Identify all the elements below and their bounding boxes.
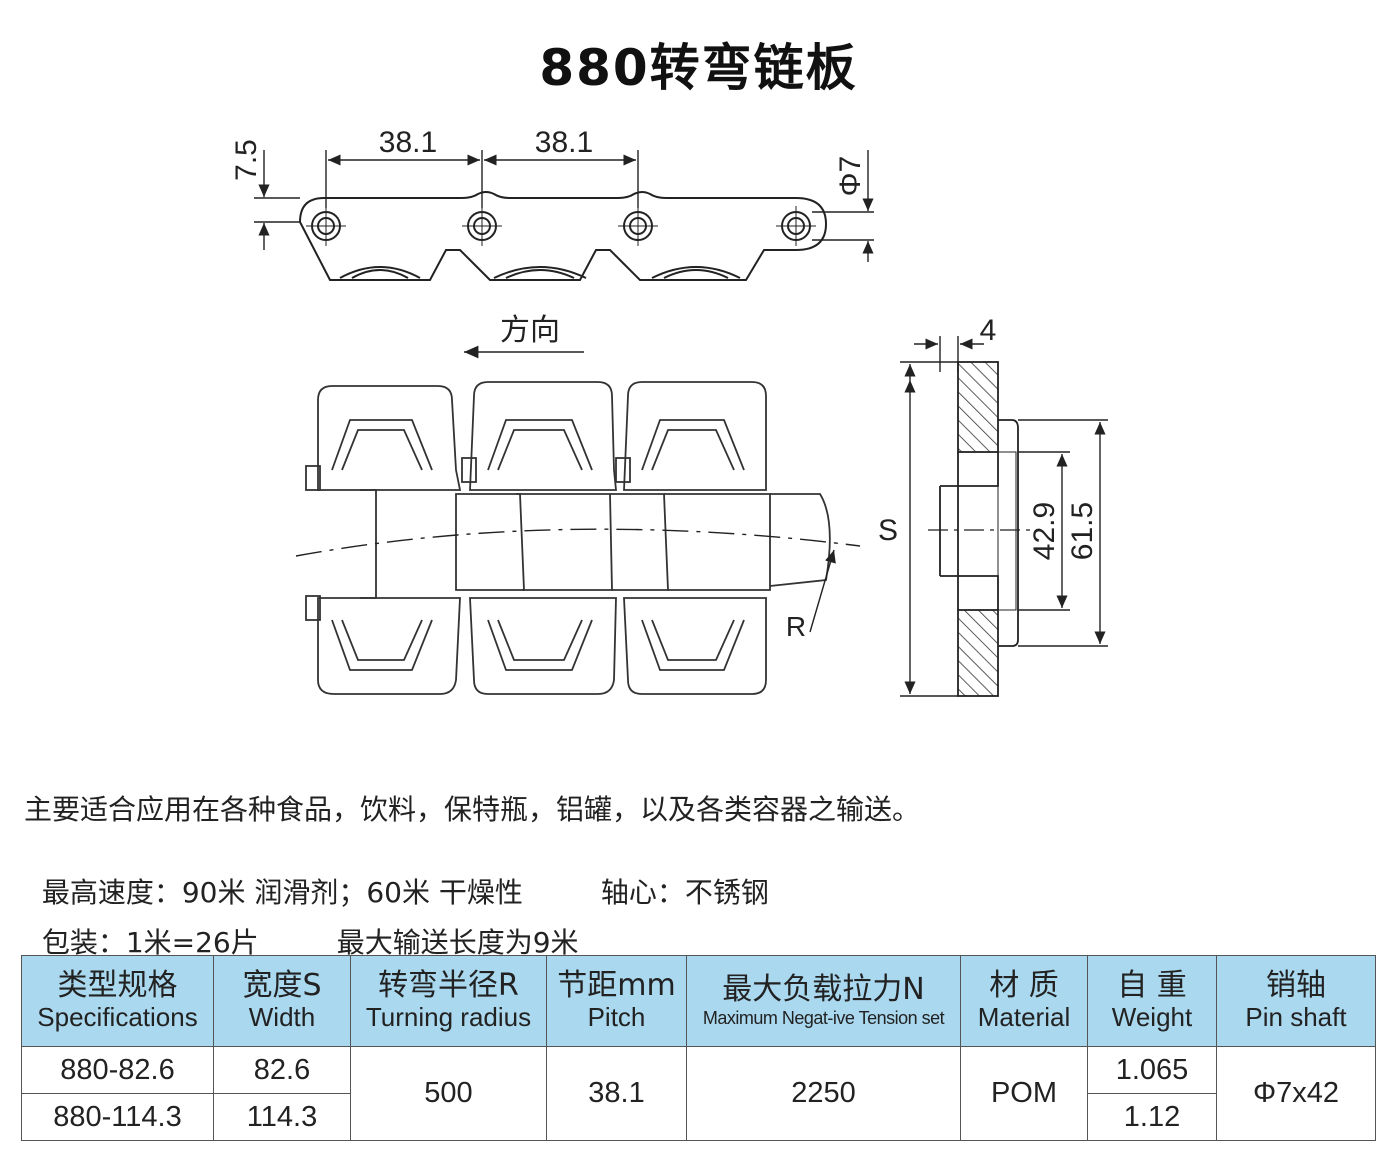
side-view-dimensions xyxy=(254,150,874,262)
description-line-1: 主要适合应用在各种食品，饮料，保特瓶，铝罐，以及各类容器之输送。 xyxy=(24,793,921,826)
dim-pitch-1: 38.1 xyxy=(379,126,437,159)
description-line-2: 最高速度：90米 润滑剂；60米 干燥性 轴心：不锈钢 xyxy=(24,838,769,911)
packaging-text: 包装：1米=26片 xyxy=(41,926,259,959)
direction-label: 方向 xyxy=(500,313,560,348)
section-dimensions xyxy=(900,336,1108,697)
table-row: 880-82.6 82.6 500 38.1 2250 POM 1.065 Φ7… xyxy=(21,1046,1376,1141)
cell-spec: 880-82.6 xyxy=(21,1046,214,1094)
cell-weight: 1.12 xyxy=(1087,1093,1217,1141)
cell-radius: 500 xyxy=(350,1046,547,1141)
curve-centerline xyxy=(295,528,861,557)
cross-section-view xyxy=(939,361,1019,697)
dim-inner: 42.9 xyxy=(1028,502,1061,560)
dim-pitch-2: 38.1 xyxy=(535,126,593,159)
cell-spec: 880-114.3 xyxy=(21,1093,214,1141)
page-title: 880转弯链板 xyxy=(539,39,858,97)
cell-width: 82.6 xyxy=(213,1046,351,1094)
cell-pitch: 38.1 xyxy=(546,1046,687,1141)
chain-side-view xyxy=(298,191,828,281)
dim-side: 4 xyxy=(980,314,997,347)
cell-weight: 1.065 xyxy=(1087,1046,1217,1094)
chain-top-view xyxy=(305,381,831,695)
dim-thickness: 7.5 xyxy=(230,139,263,181)
cell-width: 114.3 xyxy=(213,1093,351,1141)
description-line-3: 包装：1米=26片 最大输送长度为9米 xyxy=(24,888,579,961)
cell-pin: Φ7x42 xyxy=(1216,1046,1376,1141)
max-length-text: 最大输送长度为9米 xyxy=(336,926,579,959)
radius-label: R xyxy=(786,611,806,642)
shaft-material-text: 轴心：不锈钢 xyxy=(600,876,769,909)
cell-tension: 2250 xyxy=(686,1046,961,1141)
technical-drawing: 38.1 38.1 7.5 Φ7 方向 xyxy=(230,126,1108,697)
dim-width-s: S xyxy=(878,514,898,547)
max-speed-text: 最高速度：90米 润滑剂；60米 干燥性 xyxy=(41,876,523,909)
dim-pin-diameter: Φ7 xyxy=(834,156,867,197)
table-row: 880-114.3 114.3 1.12 xyxy=(21,1093,1376,1141)
dim-outer: 61.5 xyxy=(1066,502,1099,560)
cell-material: POM xyxy=(960,1046,1088,1141)
